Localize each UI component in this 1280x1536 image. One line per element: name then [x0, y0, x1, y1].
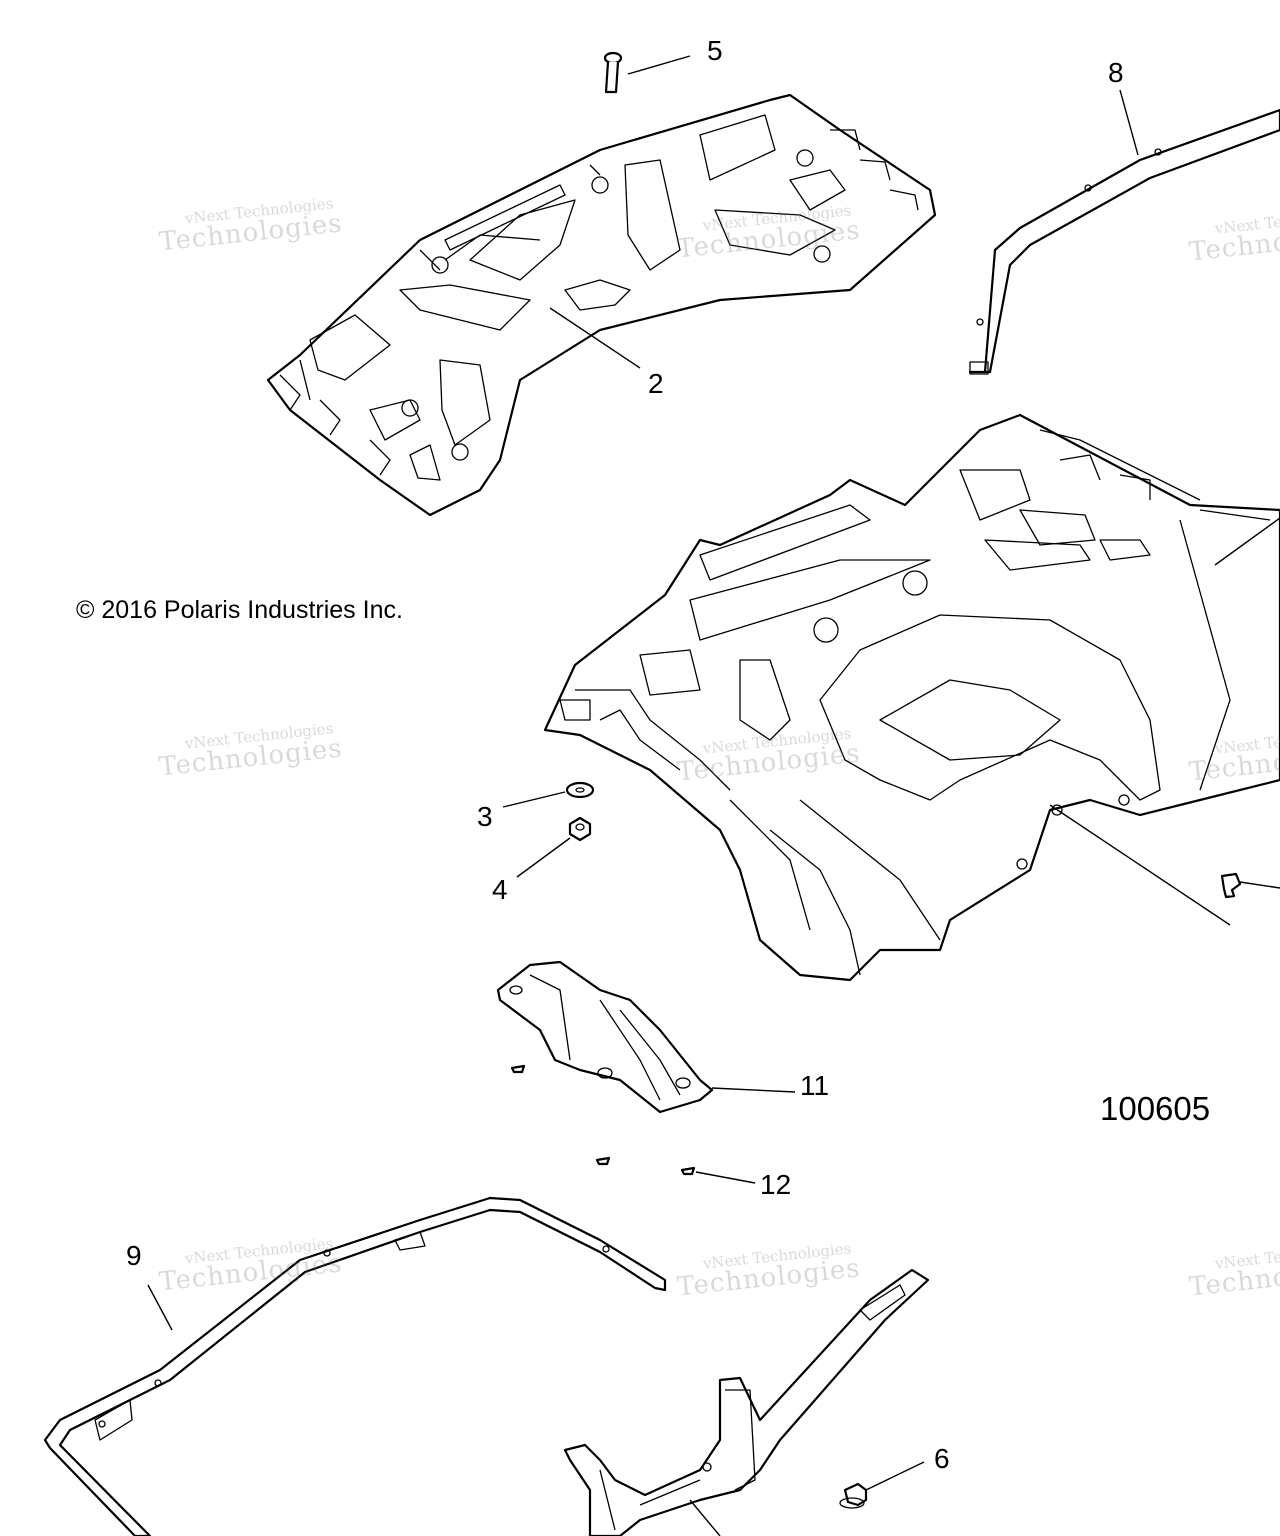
callout-12: 12	[760, 1169, 791, 1200]
leader-12	[695, 1171, 756, 1184]
drawing-number: 100605	[1100, 1090, 1211, 1127]
part-2-rear-rack[interactable]	[266, 93, 937, 517]
part-11-heat-shield[interactable]	[496, 960, 714, 1114]
callout-9: 9	[126, 1240, 142, 1271]
leader-rivet	[1239, 881, 1280, 889]
part-5-bolt[interactable]	[603, 51, 623, 94]
part-push-rivet[interactable]	[1220, 872, 1242, 899]
part-12-screws[interactable]	[510, 1064, 696, 1176]
leader-7	[1049, 804, 1231, 926]
leader-2	[549, 307, 641, 369]
leader-1	[1214, 517, 1280, 566]
callout-4: 4	[492, 874, 508, 905]
callout-6: 6	[934, 1443, 950, 1474]
leader-10	[689, 1499, 721, 1536]
leader-6	[865, 1461, 925, 1491]
callout-5: 5	[707, 35, 723, 66]
part-1-rear-fender[interactable]	[543, 413, 1280, 982]
leader-4	[516, 837, 571, 878]
callout-2: 2	[648, 368, 664, 399]
part-3-washer[interactable]	[565, 781, 595, 799]
callout-3: 3	[477, 801, 493, 832]
part-4-nut[interactable]	[568, 816, 592, 842]
copyright-notice: © 2016 Polaris Industries Inc.	[76, 596, 403, 624]
leader-5	[627, 55, 691, 75]
part-8-tube-bar[interactable]	[968, 108, 1280, 375]
part-6-flange-bolt[interactable]	[839, 1482, 868, 1509]
leader-8	[1119, 89, 1139, 156]
leader-3	[502, 791, 566, 808]
callout-8: 8	[1108, 57, 1124, 88]
part-10-main-frame[interactable]	[563, 1268, 930, 1536]
callout-11: 11	[800, 1070, 829, 1101]
leader-9	[147, 1284, 173, 1331]
part-9-frame-loop[interactable]	[43, 1196, 667, 1536]
leader-11	[711, 1087, 796, 1093]
